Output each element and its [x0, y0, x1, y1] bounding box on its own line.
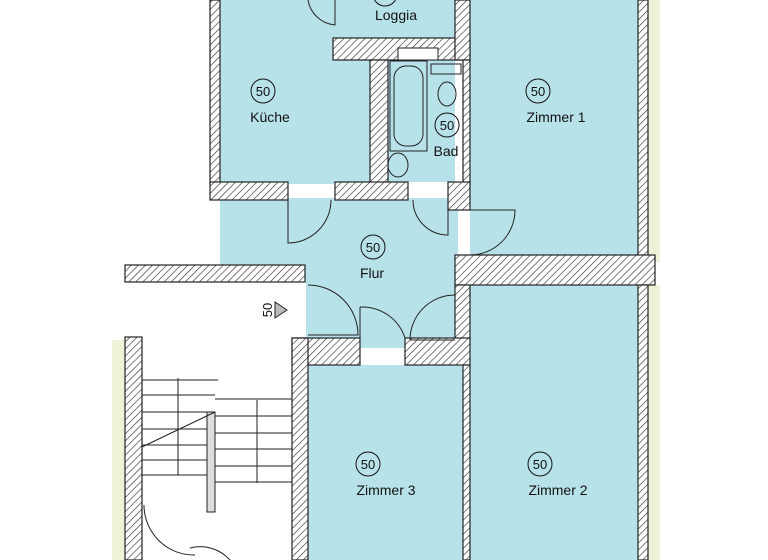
room-name: Küche	[250, 109, 290, 125]
room-label-zimmer3: 50 Zimmer 3	[355, 451, 416, 498]
room-label-zimmer1: 50 Zimmer 1	[525, 78, 586, 125]
room-label-zimmer2: 50 Zimmer 2	[527, 451, 588, 498]
bathtub-icon	[389, 60, 428, 152]
exterior-strip	[648, 285, 660, 560]
room-label-bad: 50 Bad	[434, 112, 460, 159]
room-name: Zimmer 2	[528, 482, 587, 498]
stairwell	[142, 340, 292, 560]
room-name: Zimmer 1	[526, 109, 585, 125]
triangle-arrow-icon	[274, 301, 288, 319]
room-name: Loggia	[375, 7, 417, 23]
room-number: 50	[361, 457, 375, 472]
sink-icon	[387, 152, 409, 178]
toilet-icon	[430, 63, 462, 107]
room-label-flur: 50 Flur	[360, 234, 386, 281]
room-number: 50	[533, 457, 547, 472]
exterior-strip	[112, 340, 125, 560]
room-label-kueche: 50 Küche	[250, 78, 290, 125]
room-number: 50	[378, 0, 392, 2]
room-zimmer2	[470, 285, 638, 560]
room-zimmer3	[308, 365, 463, 560]
exterior-strip	[648, 0, 660, 262]
room-bad	[388, 60, 455, 182]
room-zimmer1	[470, 0, 638, 262]
room-label-loggia: 50 Loggia	[374, 0, 417, 23]
room-number: 50	[366, 240, 380, 255]
stair-marker: 50	[260, 301, 288, 319]
room-name: Bad	[434, 143, 459, 159]
room-loggia	[345, 0, 455, 38]
room-name: Flur	[360, 265, 384, 281]
walls	[124, 0, 656, 560]
stair-marker-number: 50	[260, 303, 275, 317]
doors	[287, 0, 516, 341]
room-number: 50	[531, 84, 545, 99]
room-number: 50	[256, 84, 270, 99]
room-name: Zimmer 3	[356, 482, 415, 498]
staircase	[141, 378, 292, 560]
room-number: 50	[440, 118, 454, 133]
